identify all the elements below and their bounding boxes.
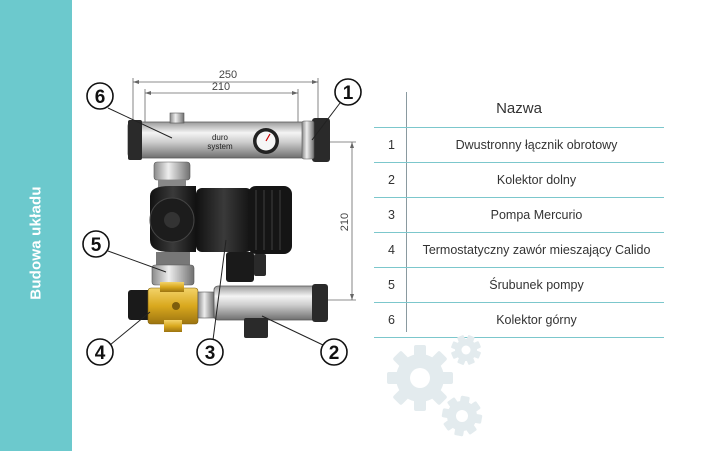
svg-text:5: 5 bbox=[91, 235, 102, 256]
brand-name: duro bbox=[212, 133, 229, 142]
table-row: 4 Termostatyczny zawór mieszający Calido bbox=[374, 233, 664, 268]
dimension-210-vertical: 210 bbox=[339, 213, 351, 231]
row-number: 4 bbox=[388, 243, 395, 257]
pump-assembly-drawing: 250 210 210 duro system bbox=[82, 69, 362, 366]
table-row: 2 Kolektor dolny bbox=[374, 163, 664, 198]
dimension-250: 250 bbox=[219, 69, 237, 81]
upper-manifold: duro system bbox=[127, 112, 330, 162]
row-number: 3 bbox=[388, 208, 395, 222]
row-name: Śrubunek pompy bbox=[489, 278, 584, 292]
svg-text:1: 1 bbox=[343, 83, 354, 104]
table-header: Nazwa bbox=[374, 90, 664, 128]
callout-4: 4 bbox=[86, 338, 114, 366]
dimension-lines bbox=[132, 78, 356, 301]
side-bar: Budowa układu bbox=[0, 0, 72, 451]
row-number: 1 bbox=[388, 138, 395, 152]
section-title: Budowa układu bbox=[27, 186, 45, 300]
lower-manifold bbox=[197, 284, 328, 338]
row-name: Termostatyczny zawór mieszający Calido bbox=[422, 243, 651, 257]
mixing-valve bbox=[128, 282, 199, 332]
table-row: 1 Dwustronny łącznik obrotowy bbox=[374, 128, 664, 163]
table-header-label: Nazwa bbox=[496, 100, 542, 117]
row-number: 5 bbox=[388, 278, 395, 292]
gears-icon bbox=[387, 335, 483, 437]
svg-text:3: 3 bbox=[205, 343, 216, 364]
svg-text:2: 2 bbox=[329, 343, 340, 364]
leader-lines bbox=[107, 102, 341, 346]
callout-3: 3 bbox=[196, 338, 224, 366]
table-row: 6 Kolektor górny bbox=[374, 303, 664, 338]
svg-text:6: 6 bbox=[95, 87, 106, 108]
pump-union-upper bbox=[153, 161, 191, 190]
pump-body bbox=[149, 186, 292, 282]
dimension-210-horizontal: 210 bbox=[212, 81, 230, 93]
svg-text:4: 4 bbox=[95, 343, 106, 364]
parts-table: Nazwa 1 Dwustronny łącznik obrotowy 2 Ko… bbox=[374, 90, 664, 338]
callout-5: 5 bbox=[82, 230, 110, 258]
callout-1: 1 bbox=[334, 78, 362, 106]
table-row: 3 Pompa Mercurio bbox=[374, 198, 664, 233]
table-row: 5 Śrubunek pompy bbox=[374, 268, 664, 303]
table-divider bbox=[406, 92, 407, 332]
row-name: Dwustronny łącznik obrotowy bbox=[455, 138, 618, 152]
row-name: Kolektor górny bbox=[496, 313, 577, 327]
dimension-arrows bbox=[133, 80, 354, 300]
row-name: Kolektor dolny bbox=[496, 173, 577, 187]
callout-6: 6 bbox=[86, 82, 114, 110]
pump-union-lower bbox=[151, 252, 195, 286]
row-number: 2 bbox=[388, 173, 395, 187]
callout-2: 2 bbox=[320, 338, 348, 366]
brand-sub: system bbox=[207, 142, 233, 151]
row-number: 6 bbox=[388, 313, 395, 327]
row-name: Pompa Mercurio bbox=[490, 208, 583, 222]
